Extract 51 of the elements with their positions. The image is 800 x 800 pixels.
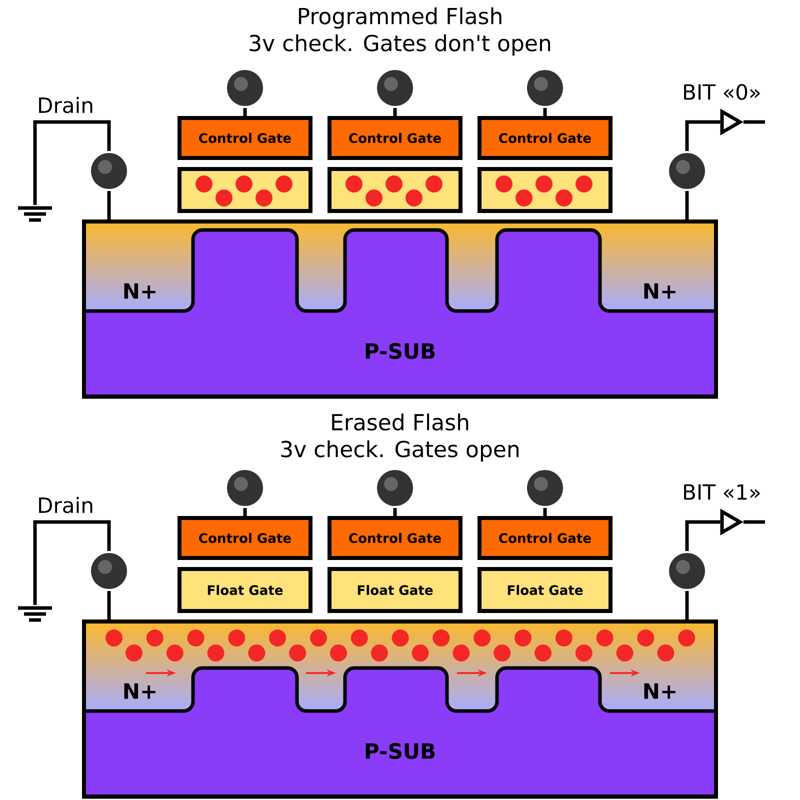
- wire: [743, 120, 765, 124]
- terminal-ball: [527, 470, 563, 506]
- wire: [685, 191, 689, 220]
- gate-box: Float Gate: [478, 567, 612, 613]
- terminal-ball: [91, 553, 127, 589]
- terminal-label: Drain: [39, 496, 92, 514]
- region-label: P-SUB: [366, 343, 435, 359]
- gate-box: Control Gate: [478, 116, 612, 160]
- terminal-label: BIT «0»: [684, 84, 760, 100]
- ground-symbol: [16, 206, 54, 222]
- terminal-ball: [91, 153, 127, 189]
- region-label: N+: [644, 283, 676, 299]
- terminal-ball: [527, 70, 563, 106]
- wire: [33, 120, 111, 205]
- wire: [243, 508, 247, 516]
- region-label: P-SUB: [366, 743, 435, 759]
- wire: [33, 520, 111, 605]
- region-label: N+: [124, 683, 156, 699]
- wire: [107, 191, 111, 220]
- wire: [393, 108, 397, 116]
- gate-box: Control Gate: [178, 116, 312, 160]
- terminal-ball: [227, 470, 263, 506]
- gate-box: Control Gate: [328, 116, 462, 160]
- gate-box: Control Gate: [328, 516, 462, 560]
- gate-box: Control Gate: [478, 516, 612, 560]
- wire: [543, 508, 547, 516]
- region-label: N+: [644, 683, 676, 699]
- gate-box: Float Gate: [178, 567, 312, 613]
- subtitle: 3v check. Gates open: [281, 440, 519, 462]
- wire: [685, 520, 720, 551]
- wire: [543, 108, 547, 116]
- title: Programmed Flash: [298, 7, 502, 29]
- wire: [393, 508, 397, 516]
- wire: [685, 591, 689, 620]
- terminal-ball: [227, 70, 263, 106]
- wire: [685, 120, 720, 151]
- wire: [743, 520, 765, 524]
- terminal-ball: [669, 153, 705, 189]
- terminal-ball: [377, 70, 413, 106]
- terminal-label: Drain: [39, 96, 92, 114]
- wire: [107, 591, 111, 620]
- terminal-ball: [669, 553, 705, 589]
- gate-box: Control Gate: [178, 516, 312, 560]
- wire: [243, 108, 247, 116]
- region-label: N+: [124, 283, 156, 299]
- gate-box: Float Gate: [328, 567, 462, 613]
- ground-symbol: [16, 606, 54, 622]
- title: Erased Flash: [332, 414, 468, 431]
- subtitle: 3v check. Gates don't open: [250, 34, 550, 56]
- terminal-ball: [377, 470, 413, 506]
- terminal-label: BIT «1»: [684, 484, 760, 500]
